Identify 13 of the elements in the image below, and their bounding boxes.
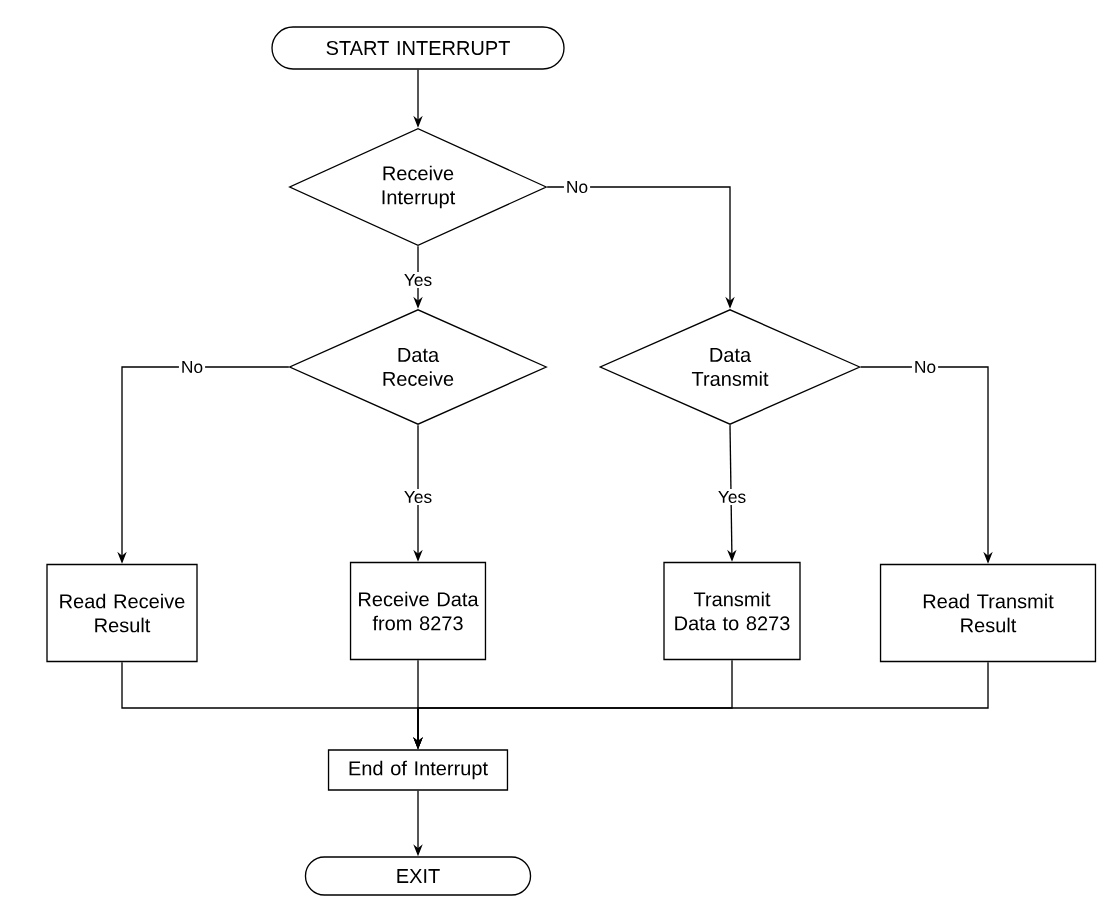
edge-label: Yes xyxy=(401,488,435,506)
edge-label: No xyxy=(563,178,591,196)
edge-label: No xyxy=(178,358,206,376)
edge-label: Yes xyxy=(401,271,435,289)
process-box: Transmit Data to 8273 xyxy=(663,561,801,661)
process-box: Read Transmit Result xyxy=(879,563,1097,663)
edge-label: Yes xyxy=(715,488,749,506)
terminal-box: START INTERRUPT xyxy=(271,26,565,70)
terminal-box: EXIT xyxy=(304,856,532,896)
process-box: Receive Data from 8273 xyxy=(349,561,487,661)
edge-label: No xyxy=(911,358,939,376)
process-box: End of Interrupt xyxy=(327,749,509,791)
process-box: Read Receive Result xyxy=(46,563,198,663)
